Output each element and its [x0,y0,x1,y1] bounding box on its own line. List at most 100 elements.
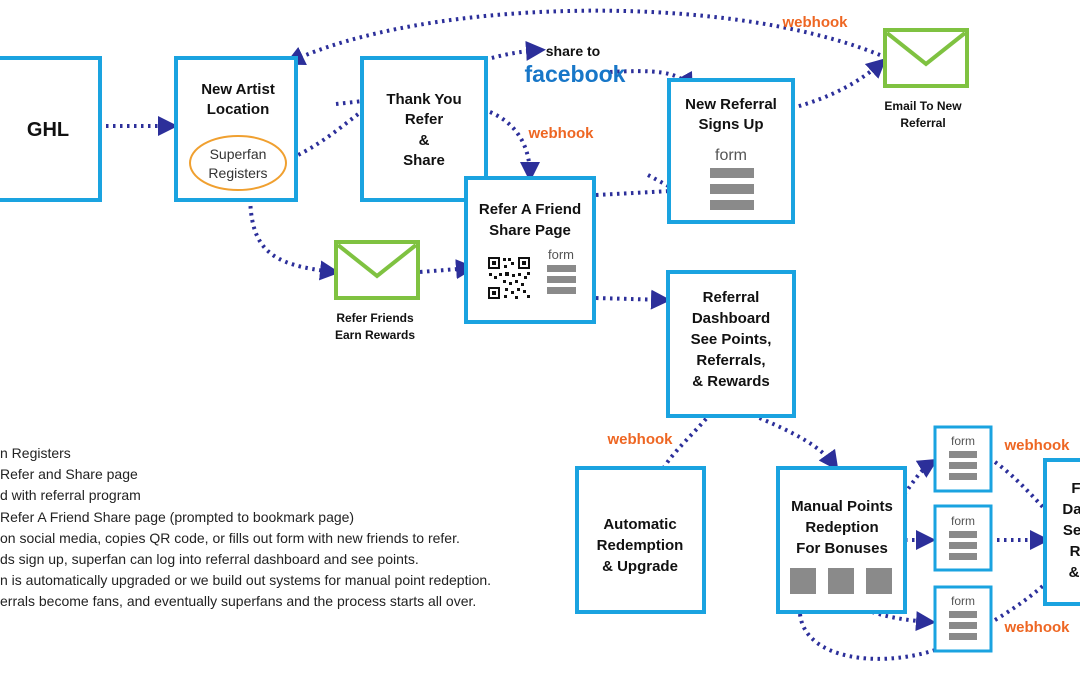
connector-thankyou-to-refer [489,110,540,182]
manual-points-line-3: For Bonuses [796,540,888,557]
automatic-redemption-line-2: Redemption [597,537,684,554]
form-bar [949,542,977,549]
webhook-label-auto: webhook [606,431,673,448]
node-refer-friends-earn-rewards: Refer Friends Earn Rewards [334,240,420,342]
form-label: form [951,594,975,608]
thank-you-line-1: Thank You [386,91,461,108]
note-line-3: d with referral program [0,487,141,503]
notes-list: n Registers Refer and Share page d with … [0,445,491,609]
cut-off-line-4: R [1070,543,1080,560]
superfan-registers-line-2: Registers [208,165,267,181]
form-bar [949,462,977,469]
form-bar [547,276,576,283]
referral-dashboard-line-3: See Points, [691,331,772,348]
email-to-new-referral-line-1: Email To New [884,99,962,113]
form-label: form [951,434,975,448]
node-new-artist-location: New Artist Location Superfan Registers [174,56,298,202]
node-new-referral-signs-up: New Referral Signs Up form [667,78,795,224]
form-bar [949,473,977,480]
qr-code-icon [487,256,531,300]
node-automatic-redemption: Automatic Redemption & Upgrade [575,466,706,614]
node-referral-dashboard: Referral Dashboard See Points, Referrals… [666,270,796,418]
thank-you-line-3: & [419,132,430,149]
cut-off-line-2: Da [1062,501,1080,518]
facebook-label: facebook [525,61,626,87]
webhook-label-share: webhook [527,125,594,142]
new-artist-location-line-1: New Artist [201,81,275,98]
cut-off-box [1043,458,1080,606]
connector-thankyou-to-share [464,40,546,68]
node-ghl: GHL [0,56,102,202]
form-bar [710,184,754,194]
form-icon: form [949,594,977,640]
envelope-icon [883,28,969,88]
connector-referral-to-email [791,57,887,110]
connector-envelope-to-refer [419,259,476,280]
note-line-6: ds sign up, superfan can log into referr… [0,551,419,567]
form-icon: form [710,147,754,210]
new-artist-location-line-2: Location [207,101,270,118]
new-referral-box [667,78,795,224]
form-bar [949,611,977,618]
form-bar [949,451,977,458]
referral-dashboard-box [666,270,796,418]
form-bar [547,265,576,272]
form-bar [710,200,754,210]
thank-you-line-4: Share [403,152,445,169]
webhook-label-top: webhook [781,14,848,31]
bonus-square [828,568,854,594]
form-bar [547,287,576,294]
manual-points-line-1: Manual Points [791,498,893,515]
form-box-2: form [933,504,993,572]
form-icon: form [949,514,977,560]
refer-a-friend-box [464,176,596,324]
referral-dashboard-line-2: Dashboard [692,310,770,327]
node-cut-off-box: F Da Se R & [1043,458,1080,606]
connector-form3-to-box [993,565,1065,622]
new-referral-line-1: New Referral [685,96,777,113]
form-bar [949,531,977,538]
email-to-new-referral-line-2: Referral [900,116,945,130]
connector-form1-to-box [993,460,1065,530]
cut-off-line-5: & [1069,564,1080,581]
form-icon: form [547,247,576,294]
note-line-5: on social media, copies QR code, or fill… [0,530,460,546]
automatic-redemption-box [575,466,706,614]
referral-dashboard-line-1: Referral [703,289,760,306]
refer-friends-line-2: Earn Rewards [335,328,415,342]
bonus-square [790,568,816,594]
note-line-7: n is automatically upgraded or we build … [0,572,491,588]
refer-a-friend-line-1: Refer A Friend [479,201,581,218]
node-email-to-new-referral: Email To New Referral [883,28,969,130]
cut-off-line-3: Se [1063,522,1080,539]
connector-manual-to-form3 [839,596,936,632]
note-line-4: Refer A Friend Share page (prompted to b… [0,509,354,525]
form-label: form [715,147,747,164]
bonus-square [866,568,892,594]
connector-artist-to-envelope [248,191,340,281]
connector-refer-to-dashboard [595,289,671,310]
superfan-registers-oval [189,135,287,191]
connector-dashboard-to-manual [739,408,839,471]
refer-friends-line-1: Refer Friends [336,311,414,325]
form-bar [949,622,977,629]
automatic-redemption-line-1: Automatic [603,516,676,533]
automatic-redemption-line-3: & Upgrade [602,558,678,575]
note-line-8: errals become fans, and eventually super… [0,593,476,609]
connector-top-arc [284,8,881,66]
webhook-label-form3: webhook [1003,619,1070,636]
referral-dashboard-line-5: & Rewards [692,373,770,390]
form-bar [710,168,754,178]
thank-you-line-2: Refer [405,111,444,128]
form-box-1: form [933,425,993,493]
node-manual-points-redeption: Manual Points Redeption For Bonuses [776,466,907,614]
envelope-icon [334,240,420,300]
form-icon: form [949,434,977,480]
ghl-label: GHL [27,119,69,141]
note-line-1: n Registers [0,445,71,461]
connector-manual-to-form1 [898,458,939,502]
form-box-3: form [933,585,993,653]
node-refer-a-friend: Refer A Friend Share Page form [464,176,596,324]
form-label: form [548,247,574,262]
